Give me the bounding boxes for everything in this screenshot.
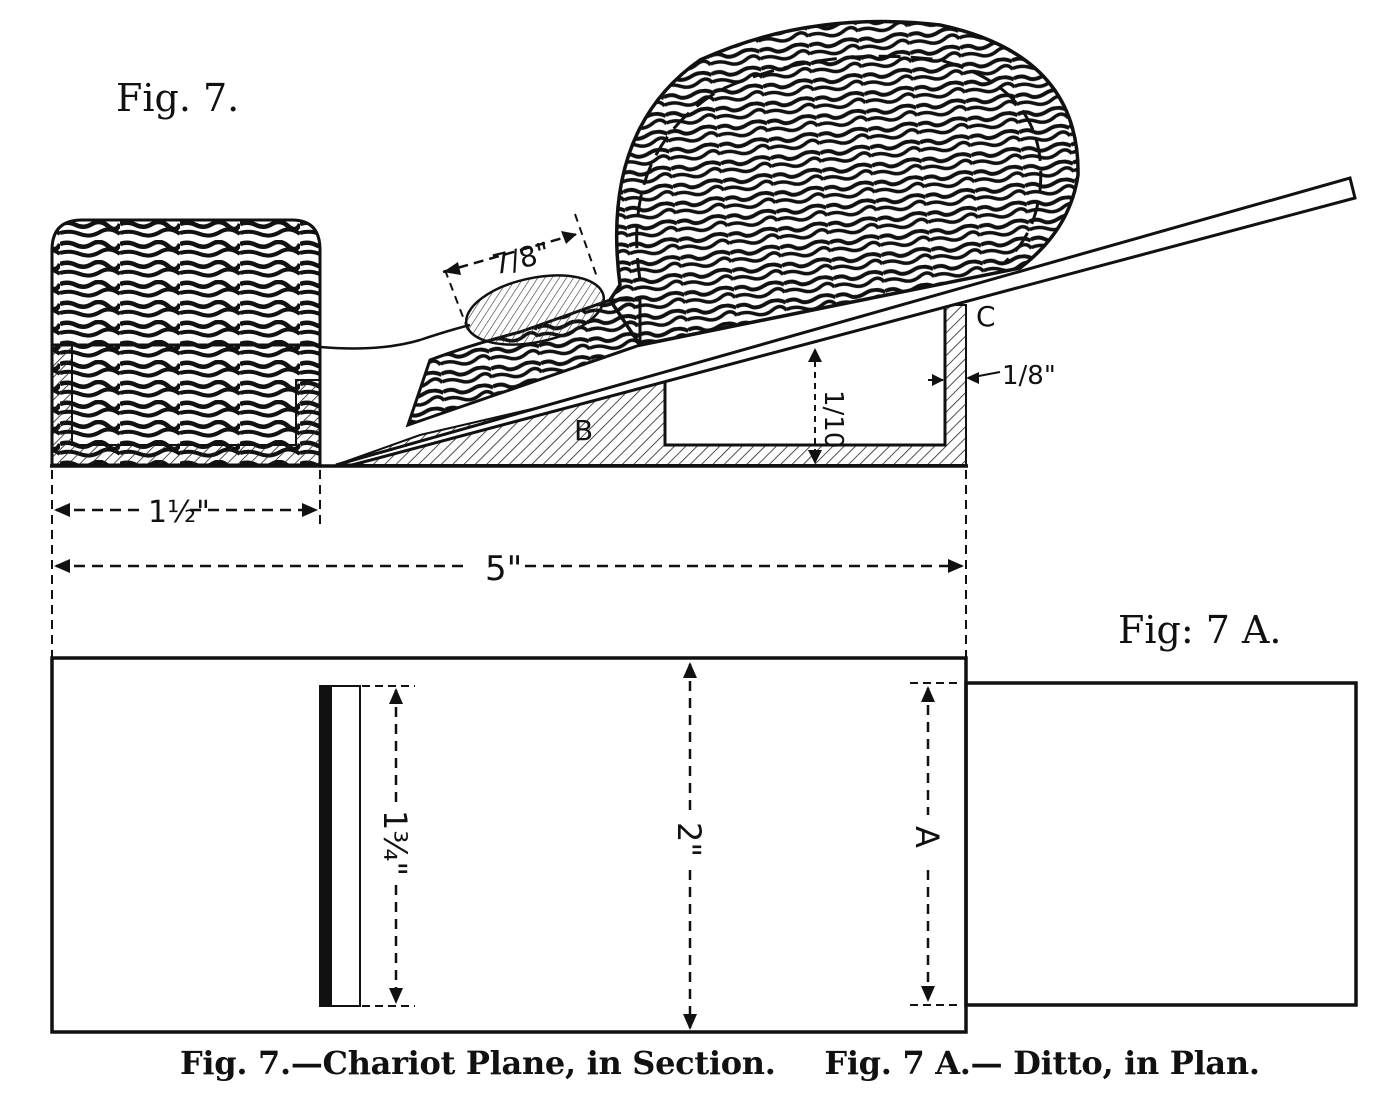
dim-toe-length — [51, 470, 321, 660]
dim-iron-slot-text: 1¾" — [376, 810, 414, 876]
plan-view: 1¾" 2" A — [50, 656, 1358, 1034]
dim-bed-height — [808, 348, 822, 464]
dim-iron-width — [442, 213, 599, 331]
dim-overall-length — [54, 470, 967, 660]
dim-plan-width — [683, 662, 697, 1030]
dim-plan-width-text: 2" — [670, 822, 708, 857]
section-view: B C 7/8" 1½" 5" 1/8" 1/10 — [50, 19, 1357, 660]
figure-caption: Fig. 7.—Chariot Plane, in Section. Fig. … — [180, 1044, 1298, 1082]
fig7-title: Fig. 7. — [116, 76, 240, 120]
label-c: C — [976, 300, 996, 333]
caption-left: Fig. 7.—Chariot Plane, in Section. — [180, 1044, 776, 1082]
cavity — [663, 303, 947, 447]
dim-overall-length-text: 5" — [485, 549, 522, 589]
plane-iron — [335, 176, 1357, 467]
plan-body — [50, 656, 968, 1034]
lever-cap — [607, 19, 1080, 347]
dim-toe-length-text: 1½" — [148, 495, 210, 530]
dim-bed-height-text: 1/10 — [818, 390, 848, 448]
plan-extension — [964, 681, 1358, 1007]
caption-right: Fig. 7 A.— Ditto, in Plan. — [824, 1044, 1260, 1082]
label-b: B — [574, 414, 593, 447]
dim-plan-a — [910, 682, 962, 1006]
dim-iron-slot — [362, 685, 415, 1007]
fig7a-title: Fig: 7 A. — [1118, 608, 1282, 652]
dim-mouth-gap — [928, 371, 1001, 386]
dim-iron-width-text: 7/8" — [489, 236, 553, 282]
toe-block — [50, 218, 322, 467]
dim-mouth-gap-text: 1/8" — [1002, 361, 1056, 391]
dim-plan-a-text: A — [908, 826, 946, 848]
